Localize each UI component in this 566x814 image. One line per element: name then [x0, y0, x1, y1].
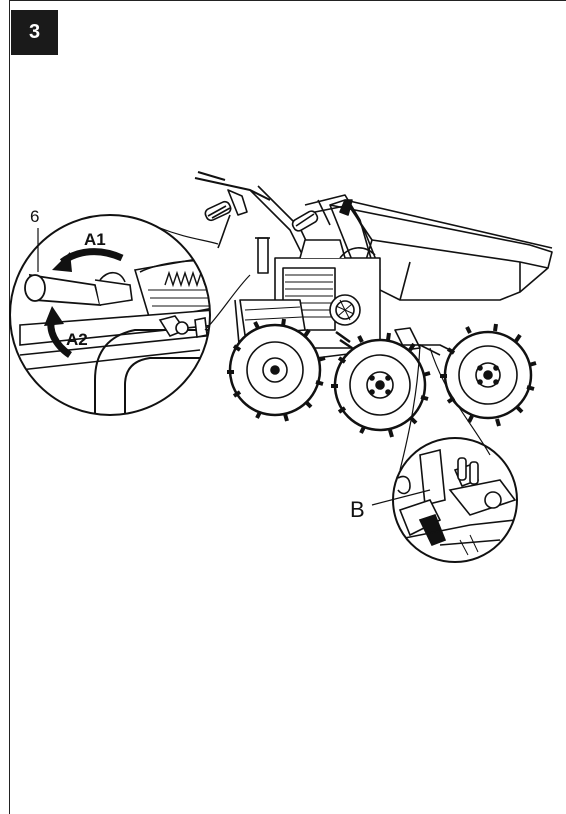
callout-part-b: B: [350, 497, 365, 522]
figure-number: 3: [28, 21, 41, 43]
wheel-rear-right: [440, 323, 537, 427]
detail-leader-lever: [159, 227, 219, 245]
detail-circle-lever: [9, 214, 251, 416]
wheel-front-left: [227, 318, 326, 422]
detail-leader-pedal: [399, 344, 421, 471]
frame-left-border: [9, 0, 10, 814]
callout-part-6: 6: [30, 207, 39, 226]
figure-number-badge: 3: [11, 10, 58, 55]
callout-arrow-a1: A1: [84, 230, 106, 249]
callout-arrow-a2: A2: [66, 330, 88, 349]
handlebar-frame: [194, 171, 381, 271]
dumper-machine: [194, 171, 553, 438]
wheel-front-right: [331, 332, 431, 438]
frame-top-border: [9, 0, 566, 1]
detail-circle-pedal: [371, 344, 518, 563]
